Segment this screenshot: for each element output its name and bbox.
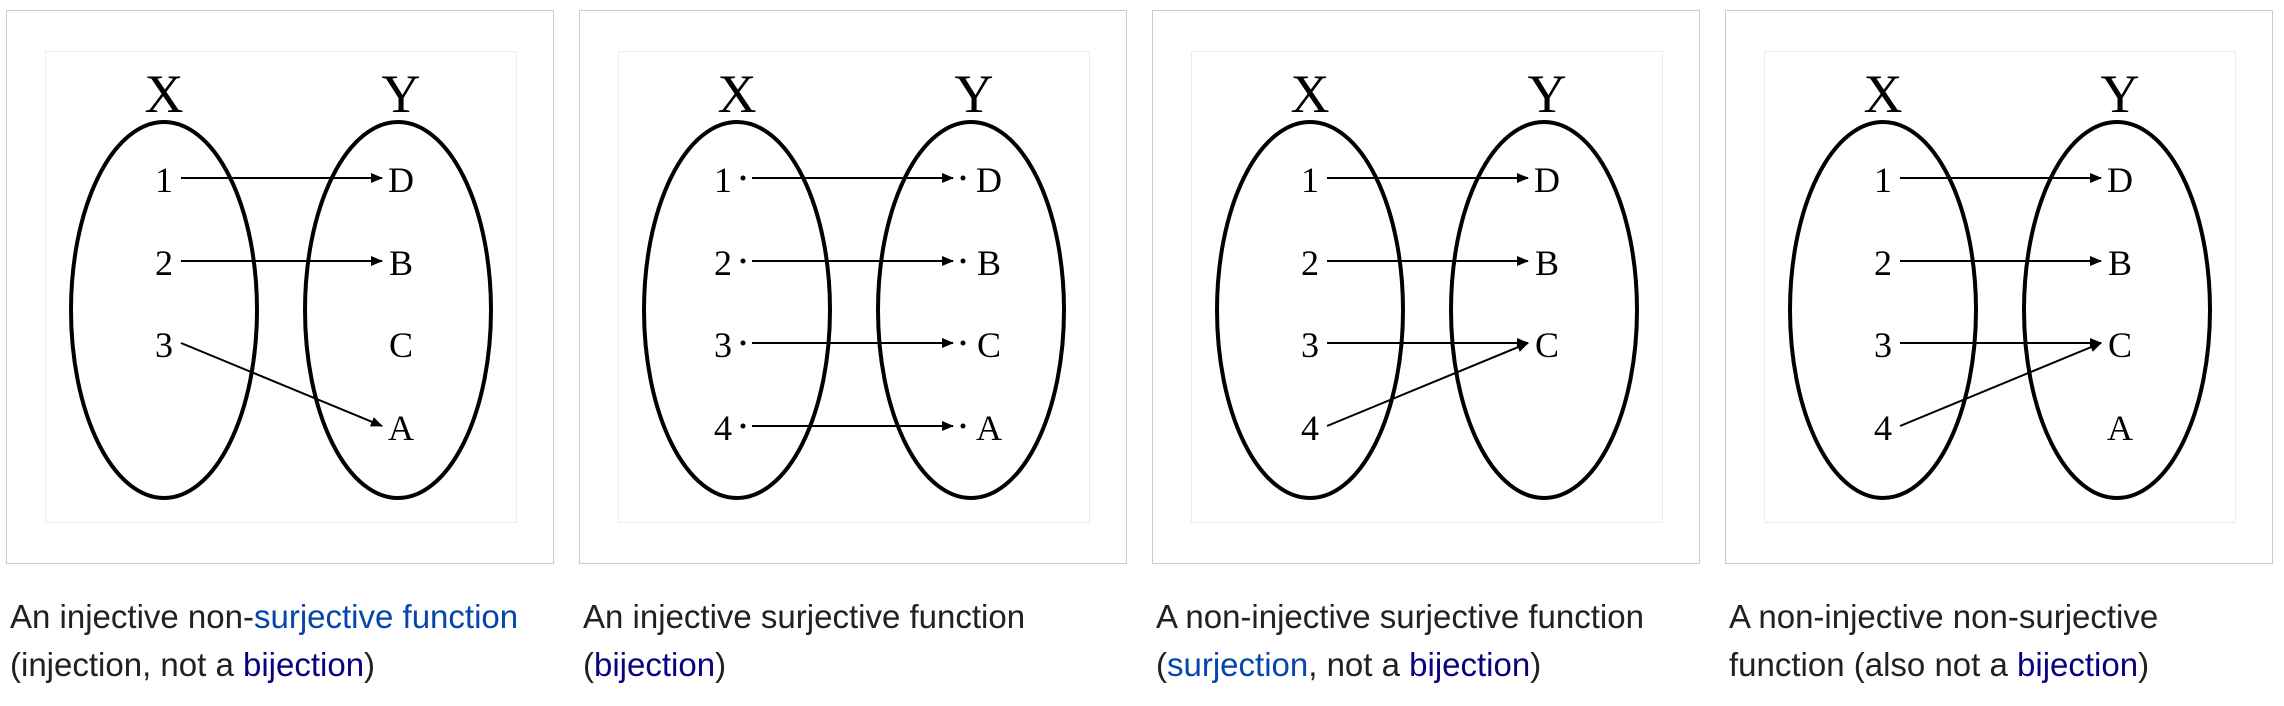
domain-point [740,340,746,346]
codomain-element: D [1534,160,1560,200]
mapping-diagram: X Y 1 2 3 4 D B C A [642,64,1066,500]
domain-element: 4 [1874,408,1892,448]
domain-point [740,258,746,264]
codomain-set-label: Y [2101,64,2140,124]
diagram-canvas: X Y 1 2 3 D B C A [45,51,517,523]
caption-text: An injective non- [10,598,254,635]
codomain-set-label: Y [1528,64,1567,124]
caption-text: ) [2138,646,2150,683]
caption-text: ) [715,646,727,683]
domain-element: 4 [714,408,732,448]
codomain-element: C [977,325,1001,365]
domain-set-ellipse [69,120,259,500]
domain-element: 3 [1874,325,1892,365]
codomain-element: B [2108,243,2132,283]
domain-element: 1 [1301,160,1319,200]
codomain-set-ellipse [876,120,1066,500]
codomain-element: A [388,408,414,448]
codomain-element: D [388,160,414,200]
domain-element: 3 [155,325,173,365]
domain-set-ellipse [1788,120,1978,500]
codomain-point [960,423,966,429]
codomain-element: A [976,408,1002,448]
diagram-frame[interactable]: X Y 1 2 3 4 D B C A [579,10,1127,564]
caption-text: A non-injective non-surjective function … [1729,598,2159,683]
codomain-element: D [2107,160,2133,200]
domain-element: 4 [1301,408,1319,448]
mapping-diagram: X Y 1 2 3 4 D B C [1215,64,1639,500]
mapping-arrow [1326,342,1529,427]
caption-text: A non-injective surjective function ( [1156,598,1644,683]
mapping-arrow [1899,342,2102,427]
domain-point [740,175,746,181]
codomain-element: B [389,243,413,283]
panel-caption: An injective surjective function (biject… [583,593,1123,689]
codomain-set-label: Y [955,64,994,124]
codomain-set-label: Y [382,64,421,124]
diagram-frame[interactable]: X Y 1 2 3 D B C A [6,10,554,564]
domain-element: 1 [155,160,173,200]
diagram-canvas: X Y 1 2 3 4 D B C A [618,51,1090,523]
surjection-link[interactable]: surjection [1167,646,1309,683]
panel-caption: A non-injective non-surjective function … [1729,593,2269,689]
codomain-point [960,340,966,346]
domain-element: 3 [714,325,732,365]
codomain-element: C [1535,325,1559,365]
domain-set-label: X [1291,64,1330,124]
caption-text: An injective surjective function ( [583,598,1026,683]
bijection-link[interactable]: bijection [242,646,365,683]
domain-point [740,423,746,429]
bijection-link[interactable]: bijection [2017,646,2139,683]
caption-text: (injection, not a [10,646,243,683]
surjective-function-link[interactable]: surjective function [253,598,519,635]
bijection-link[interactable]: bijection [1409,646,1531,683]
domain-element: 3 [1301,325,1319,365]
mapping-diagram: X Y 1 2 3 D B C A [69,64,493,500]
codomain-point [960,175,966,181]
bijection-link[interactable]: bijection [594,646,716,683]
codomain-point [960,258,966,264]
mapping-arrow [180,342,383,427]
codomain-set-ellipse [1449,120,1639,500]
codomain-element: A [2107,408,2133,448]
domain-set-label: X [718,64,757,124]
panel-caption: An injective non-surjective function (in… [10,593,550,689]
codomain-element: D [976,160,1002,200]
codomain-element: B [977,243,1001,283]
diagram-canvas: X Y 1 2 3 4 D B C [1191,51,1663,523]
diagram-frame[interactable]: X Y 1 2 3 4 D B C A [1725,10,2273,564]
domain-element: 2 [714,243,732,283]
domain-set-label: X [145,64,184,124]
codomain-element: C [389,325,413,365]
codomain-set-ellipse [303,120,493,500]
domain-element: 2 [1874,243,1892,283]
domain-element: 1 [1874,160,1892,200]
domain-set-label: X [1864,64,1903,124]
caption-text: ) [1530,646,1542,683]
domain-element: 2 [1301,243,1319,283]
domain-set-ellipse [642,120,832,500]
domain-element: 1 [714,160,732,200]
caption-text: ) [364,646,376,683]
diagram-canvas: X Y 1 2 3 4 D B C A [1764,51,2236,523]
codomain-element: B [1535,243,1559,283]
domain-set-ellipse [1215,120,1405,500]
diagram-frame[interactable]: X Y 1 2 3 4 D B C [1152,10,1700,564]
codomain-set-ellipse [2022,120,2212,500]
domain-element: 2 [155,243,173,283]
panel-caption: A non-injective surjective function (sur… [1156,593,1696,689]
codomain-element: C [2108,325,2132,365]
caption-text: , not a [1308,646,1410,683]
mapping-diagram: X Y 1 2 3 4 D B C A [1788,64,2212,500]
